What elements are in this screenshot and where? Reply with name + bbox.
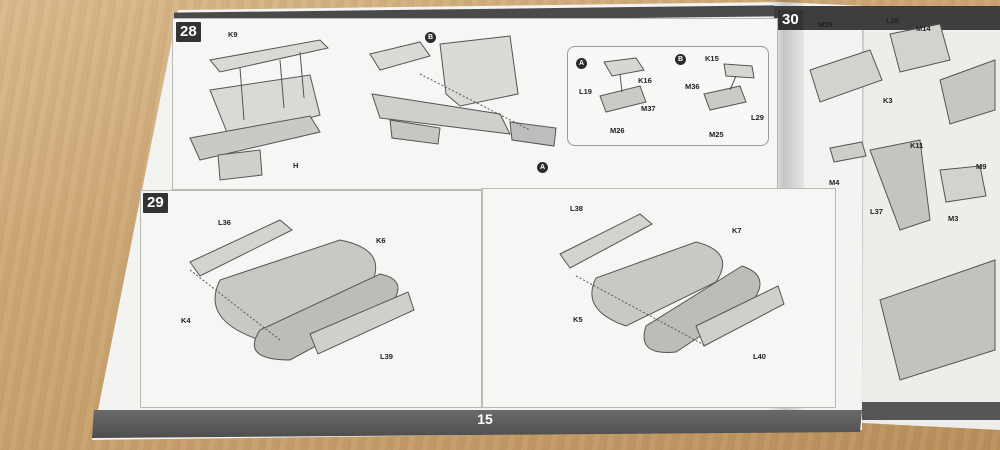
inset-a-drawing xyxy=(599,57,647,113)
label-k9: K9 xyxy=(228,30,238,39)
label-k3: K3 xyxy=(883,96,893,105)
label-m25: M25 xyxy=(709,130,724,139)
step-28-badge: 28 xyxy=(176,22,201,42)
step-29-badge: 29 xyxy=(143,193,168,213)
label-l28: L28 xyxy=(886,16,899,25)
label-m26: M26 xyxy=(610,126,625,135)
inset-callout-b: B xyxy=(675,54,686,65)
left-track-drawing xyxy=(189,219,415,361)
right-page-top-band xyxy=(774,6,1000,30)
label-k5: K5 xyxy=(573,315,583,324)
right-track-drawing xyxy=(559,213,785,353)
label-h: H xyxy=(293,161,299,170)
label-l29: L29 xyxy=(751,113,764,122)
inset-callout-a: A xyxy=(576,58,587,69)
label-k4: K4 xyxy=(181,316,191,325)
page-number: 15 xyxy=(477,411,493,427)
step-30-drawing xyxy=(809,23,996,381)
step-28-hull-drawing xyxy=(189,39,329,181)
label-l36: L36 xyxy=(218,218,231,227)
inset-b-drawing xyxy=(703,63,755,111)
label-m29: M29 xyxy=(818,20,833,29)
label-k15: K15 xyxy=(705,54,719,63)
label-l39: L39 xyxy=(380,352,393,361)
label-l19: L19 xyxy=(579,87,592,96)
label-m14: M14 xyxy=(916,24,931,33)
label-m37: M37 xyxy=(641,104,656,113)
label-l40: L40 xyxy=(753,352,766,361)
label-l38: L38 xyxy=(570,204,583,213)
label-m9: M9 xyxy=(976,162,987,171)
callout-b-main: B xyxy=(425,32,436,43)
label-m36: M36 xyxy=(685,82,700,91)
step-28-chassis-drawing xyxy=(369,35,557,147)
step-30-badge: 30 xyxy=(778,10,803,30)
label-l37: L37 xyxy=(870,207,883,216)
label-k11: K11 xyxy=(910,141,924,150)
callout-a-main: A xyxy=(537,162,548,173)
label-m4: M4 xyxy=(829,178,840,187)
label-k7: K7 xyxy=(732,226,742,235)
right-page-bottom-band xyxy=(862,402,1000,420)
label-m3: M3 xyxy=(948,214,959,223)
label-k6: K6 xyxy=(376,236,386,245)
label-k16: K16 xyxy=(638,76,652,85)
